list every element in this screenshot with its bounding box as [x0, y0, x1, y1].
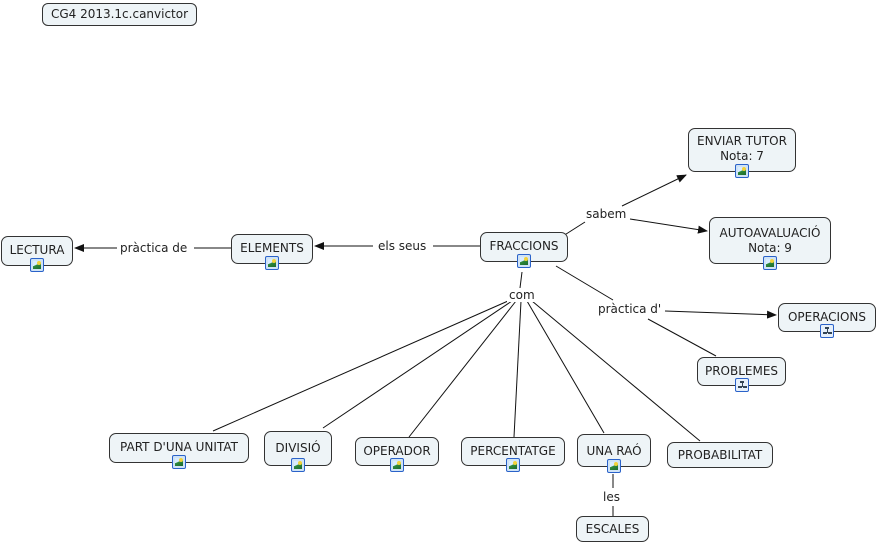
image-resource-icon[interactable]	[763, 256, 777, 270]
concept-label: PROBLEMES	[704, 364, 779, 378]
concept-label: OPERADOR	[363, 444, 431, 458]
concept-enviar-tutor[interactable]: ENVIAR TUTOR Nota: 7	[688, 128, 796, 178]
concept-escales[interactable]: ESCALES	[576, 516, 649, 542]
image-resource-icon[interactable]	[172, 455, 186, 469]
concept-label: UNA RAÓ	[586, 444, 642, 458]
line-com-to-percentatge	[513, 300, 522, 438]
line-sabem-to-enviar	[621, 174, 687, 207]
line-com-to-una-rao	[526, 300, 605, 434]
concept-label: PART D'UNA UNITAT	[120, 440, 238, 454]
concept-map-resource-icon[interactable]	[734, 378, 749, 392]
line-com-to-divisio	[322, 300, 513, 429]
concept-problemes[interactable]: PROBLEMES	[697, 357, 786, 392]
map-title: CG4 2013.1c.canvictor	[42, 3, 197, 26]
image-resource-icon[interactable]	[735, 164, 749, 178]
line-sabem-to-autoavaluacio	[629, 218, 708, 234]
line-com-to-part-unitat	[212, 300, 509, 432]
concept-label: FRACCIONS	[489, 239, 559, 253]
concept-probabilitat[interactable]: PROBABILITAT	[667, 442, 773, 468]
image-resource-icon[interactable]	[30, 258, 44, 272]
concept-lectura[interactable]: LECTURA	[1, 236, 73, 272]
concept-label: PERCENTATGE	[470, 444, 556, 458]
concept-label: ENVIAR TUTOR	[697, 134, 787, 148]
line-com-to-operador	[408, 300, 517, 438]
concept-part-una-unitat[interactable]: PART D'UNA UNITAT	[109, 433, 249, 469]
image-resource-icon[interactable]	[291, 458, 305, 472]
line-practica-d-to-operacions	[664, 310, 777, 319]
concept-sublabel: Nota: 9	[748, 241, 792, 255]
concept-una-rao[interactable]: UNA RAÓ	[577, 434, 651, 473]
concept-operador[interactable]: OPERADOR	[355, 437, 439, 472]
concept-label: LECTURA	[9, 243, 65, 257]
concept-elements[interactable]: ELEMENTS	[231, 234, 313, 270]
concept-label: AUTOAVALUACIÓ	[719, 226, 821, 240]
image-resource-icon[interactable]	[517, 254, 531, 268]
line-fraccions-to-practica-d	[555, 265, 614, 301]
concept-map-resource-icon[interactable]	[820, 324, 834, 338]
link-practica-de[interactable]: pràctica de	[118, 241, 190, 255]
concept-label: PROBABILITAT	[677, 448, 763, 462]
line-practica-d-to-problemes	[647, 318, 717, 357]
link-els-seus[interactable]: els seus	[376, 239, 429, 253]
image-resource-icon[interactable]	[506, 458, 520, 472]
link-les[interactable]: les	[601, 490, 622, 504]
link-practica-d[interactable]: pràctica d'	[596, 302, 664, 316]
link-com[interactable]: com	[507, 288, 537, 302]
image-resource-icon[interactable]	[265, 256, 279, 270]
concept-label: ELEMENTS	[240, 241, 304, 255]
concept-percentatge[interactable]: PERCENTATGE	[461, 437, 565, 472]
concept-divisio[interactable]: DIVISIÓ	[264, 431, 332, 472]
line-fraccions-to-com	[519, 271, 523, 289]
concept-operacions[interactable]: OPERACIONS	[778, 303, 876, 338]
line-com-to-probabilitat	[531, 300, 701, 442]
concept-fraccions[interactable]: FRACCIONS	[480, 232, 568, 268]
concept-label: OPERACIONS	[787, 310, 867, 324]
concept-autoavaluacio[interactable]: AUTOAVALUACIÓ Nota: 9	[709, 217, 831, 270]
concept-label: ESCALES	[585, 522, 640, 536]
line-fraccions-to-sabem	[562, 221, 586, 237]
image-resource-icon[interactable]	[390, 458, 404, 472]
image-resource-icon[interactable]	[607, 459, 621, 473]
concept-sublabel: Nota: 7	[720, 149, 764, 163]
concept-label: DIVISIÓ	[275, 441, 321, 455]
link-sabem[interactable]: sabem	[584, 207, 629, 221]
